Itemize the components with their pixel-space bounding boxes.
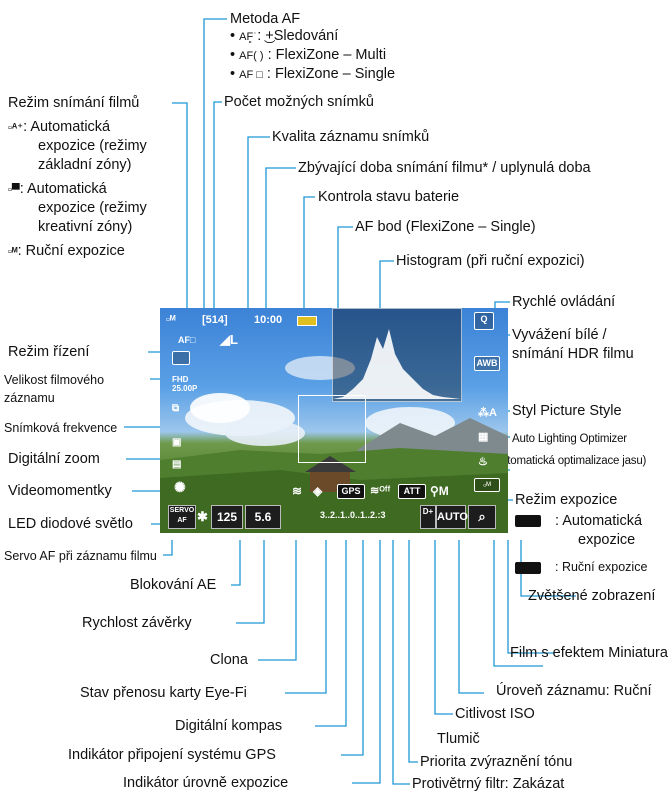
video-snapshot-icon: ▤ <box>172 459 182 470</box>
movie-auto-plus-icon: ▫ᴬ⁺ <box>8 122 24 134</box>
digital-zoom-icon: ▣ <box>172 437 182 448</box>
label-exp-auto: : Automatická <box>515 512 642 530</box>
drive-mode-icon <box>172 351 190 365</box>
label-zbyvajici: Zbývající doba snímání filmu* / uplynulá… <box>298 160 591 176</box>
label-gps: Indikátor připojení systému GPS <box>68 747 276 763</box>
iso-value: AUTO <box>436 505 468 529</box>
af-mode-multi: • AF( ) : FlexiZone – Multi <box>230 47 387 63</box>
movie-manual-mode-icon: ▫ᴹ <box>166 314 176 326</box>
label-kompas: Digitální kompas <box>175 718 283 734</box>
label-priorita: Priorita zvýraznění tónu <box>420 754 573 770</box>
eyefi-icon: ≋ <box>292 484 303 498</box>
label-rychle: Rychlé ovládání <box>512 294 616 310</box>
ae-lock-icon: ✱ <box>197 509 208 524</box>
label-exp-rucni: : Ruční expozice <box>515 558 647 576</box>
label-auto-zakladni-2: expozice (režimy <box>38 138 147 154</box>
label-pocet-snimku: Počet možných snímků <box>224 94 374 110</box>
histogram <box>332 308 462 402</box>
label-uroven-zaznamu: Úroveň záznamu: Ruční <box>496 683 652 699</box>
label-styl: Styl Picture Style <box>512 403 622 419</box>
label-af-bod: AF bod (FlexiZone – Single) <box>355 219 536 235</box>
servo-af-indicator: SERVO AF <box>168 505 196 529</box>
label-frekvence: Snímková frekvence <box>4 421 118 435</box>
auto-lighting-optimizer-icon: ▦ <box>478 431 489 443</box>
label-rychlost: Rychlost závěrky <box>82 615 192 631</box>
label-rezim-filmu: Režim snímání filmů <box>8 95 140 111</box>
label-rezim-rizeni: Režim řízení <box>8 344 90 360</box>
label-velikost-1: Velikost filmového <box>4 373 105 387</box>
label-videomomentky: Videomomentky <box>8 483 112 499</box>
shots-remaining: [514] <box>202 314 228 326</box>
aperture-value: 5.6 <box>245 505 281 529</box>
label-histogram: Histogram (při ruční expozici) <box>396 253 585 269</box>
movie-auto-icon: ▫▀ <box>8 184 20 196</box>
label-servo: Servo AF při záznamu filmu <box>4 549 157 563</box>
af-point-frame <box>298 395 366 463</box>
awb-icon: AWB <box>474 356 500 371</box>
led-light-icon: ✺ <box>174 479 186 495</box>
gps-indicator: GPS <box>337 484 365 499</box>
exposure-mode-icon: ▫ᴹ <box>474 478 500 492</box>
label-vyvazeni-2: snímání HDR filmu <box>512 346 634 362</box>
label-velikost-2: záznamu <box>4 391 55 405</box>
label-iso: Citlivost ISO <box>455 706 535 722</box>
label-auto-kreativni-2: expozice (režimy <box>38 200 147 216</box>
time-remaining: 10:00 <box>254 314 283 326</box>
label-eyefi: Stav přenosu karty Eye-Fi <box>80 685 247 701</box>
compass-icon: ◈ <box>313 484 323 498</box>
image-quality-icon: ◢L <box>220 332 238 347</box>
label-protivetrny: Protivětrný filtr: Zakázat <box>412 776 565 792</box>
label-tlumic: Tlumič <box>437 731 480 747</box>
label-alo-2: (Automatická optimalizace jasu) <box>490 455 647 467</box>
label-uroven-exp: Indikátor úrovně expozice <box>123 775 289 791</box>
movie-auto-exp-icon <box>515 515 541 528</box>
label-exp-auto-2: expozice <box>578 532 636 548</box>
label-led: LED diodové světlo <box>8 516 133 532</box>
attenuator-icon: ATT <box>398 484 426 499</box>
quick-control-icon[interactable]: Q <box>474 312 494 330</box>
label-baterie: Kontrola stavu baterie <box>318 189 460 205</box>
label-kvalita: Kvalita záznamu snímků <box>272 129 430 145</box>
frame-rate-icon: ⧉ <box>172 403 180 414</box>
label-blokovani: Blokování AE <box>130 577 217 593</box>
label-auto-zakladni: ▫ᴬ⁺: Automatická <box>8 119 111 135</box>
highlight-tone-priority-icon: D+ <box>420 505 436 529</box>
label-rucni: ▫ᴹ: Ruční expozice <box>8 243 125 259</box>
label-miniatura: Film s efektem Miniatura <box>510 645 668 661</box>
label-clona: Clona <box>210 652 248 668</box>
histogram-graph <box>333 329 461 399</box>
picture-style-icon: ⁂A <box>478 407 497 419</box>
movie-manual-icon: ▫ᴹ <box>8 246 18 258</box>
label-auto-kreativni: ▫▀: Automatická <box>8 181 107 197</box>
recording-level-icon: ⚲M <box>430 484 449 498</box>
miniature-effect-icon: ♨ <box>478 456 488 468</box>
label-zvetsene: Zvětšené zobrazení <box>528 588 656 604</box>
label-auto-zakladni-3: základní zóny) <box>38 157 132 173</box>
battery-icon <box>297 316 317 326</box>
label-vyvazeni-1: Vyvážení bílé / <box>512 327 607 343</box>
movie-manual-exp-icon <box>515 561 541 574</box>
exposure-level-indicator: 3..2..1..0..1..2.:3 <box>320 510 386 520</box>
af-method-icon: AF□ <box>178 335 196 345</box>
label-zoom: Digitální zoom <box>8 451 100 467</box>
af-mode-single: • AF □ : FlexiZone – Single <box>230 66 396 82</box>
magnify-icon[interactable]: ⌕ <box>468 505 496 529</box>
label-rezim-expozice: Režim expozice <box>515 492 618 508</box>
wind-filter-icon: ≋ᴼᶠᶠ <box>370 485 391 497</box>
label-alo-1: Auto Lighting Optimizer <box>512 433 627 445</box>
af-mode-face: • AF͈͘ : ͜+Sledování <box>230 28 339 44</box>
shutter-speed: 125 <box>211 505 243 529</box>
label-auto-kreativni-3: kreativní zóny) <box>38 219 133 235</box>
label-metoda-af: Metoda AF <box>230 11 301 27</box>
